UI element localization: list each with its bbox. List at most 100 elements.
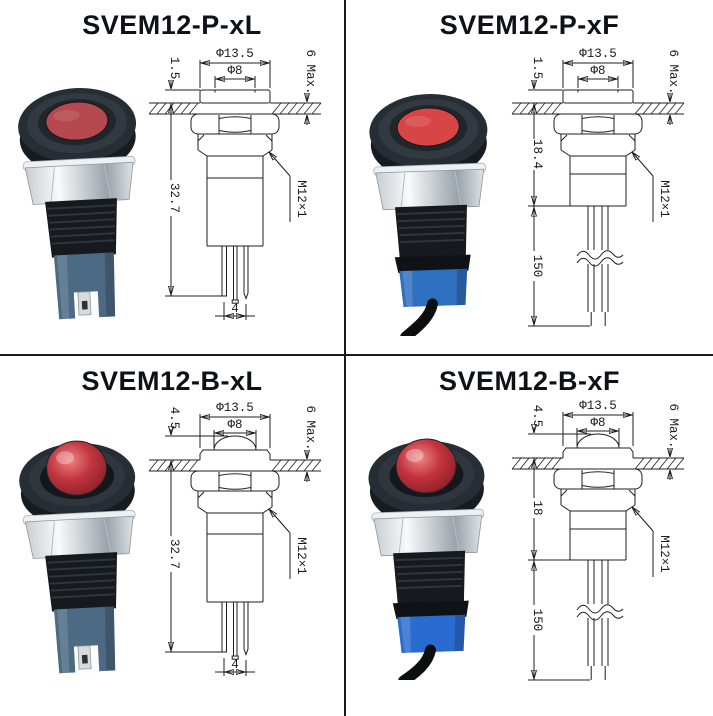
dim-outer-diameter: Φ13.5 <box>562 47 634 88</box>
product-photo-dome-wires <box>368 438 485 680</box>
dim-outer-diameter: Φ13.5 <box>199 47 271 88</box>
hex-nut-outline <box>553 468 643 490</box>
svg-text:4.5: 4.5 <box>167 407 181 430</box>
product-photo-flat-wires <box>369 94 488 336</box>
dim-lens-diameter: Φ8 <box>213 418 257 448</box>
thread-and-body-outline <box>560 133 636 207</box>
threaded-barrel <box>45 198 117 258</box>
panel-title: SVEM12-B-xL <box>81 366 263 396</box>
dim-pin-spacing: 4 <box>215 658 255 676</box>
part-outline <box>511 433 685 680</box>
part-outline <box>511 89 685 326</box>
product-photo-dome-pins <box>19 440 136 675</box>
svg-text:Φ8: Φ8 <box>227 64 242 78</box>
dim-body-length: 32.7 <box>165 460 227 653</box>
thread-callout: M12×1 <box>632 507 671 577</box>
svg-text:1.5: 1.5 <box>530 57 544 80</box>
dim-wire-length: 150 <box>528 206 590 327</box>
hex-nut <box>22 509 136 559</box>
dim-pin-spacing: 4 <box>215 302 255 320</box>
thread-callout: M12×1 <box>269 152 308 222</box>
svg-text:Φ13.5: Φ13.5 <box>216 47 254 61</box>
panel-title: SVEM12-B-xF <box>438 366 621 396</box>
svg-text:18.4: 18.4 <box>530 139 544 169</box>
dim-outer-diameter: Φ13.5 <box>562 400 634 446</box>
svg-text:1.5: 1.5 <box>167 57 181 80</box>
panel-hatching <box>148 459 322 472</box>
thread-callout: M12×1 <box>632 152 671 222</box>
dim-panel-max: 6 Max. <box>666 49 680 125</box>
part-outline <box>148 89 322 304</box>
lens-dome <box>395 438 457 494</box>
dimension-drawing: Φ13.5 Φ8 1.5 32.7 6 Ma <box>148 47 322 320</box>
dim-head-height: 1.5 <box>528 57 563 126</box>
product-photo-flat-pins <box>18 88 137 321</box>
panel-hatching <box>511 102 685 115</box>
svg-text:32.7: 32.7 <box>167 183 181 213</box>
dim-wire-length: 150 <box>528 560 590 681</box>
svg-text:4.5: 4.5 <box>530 405 544 428</box>
panel-title: SVEM12-P-xL <box>82 10 262 40</box>
hex-nut-outline <box>553 113 643 135</box>
dimension-drawing: Φ13.5 Φ8 4.5 18 <box>511 400 685 681</box>
wires-outline <box>576 206 624 326</box>
lens-flat <box>45 101 109 141</box>
svg-text:M12×1: M12×1 <box>657 180 671 218</box>
svg-text:18: 18 <box>530 500 544 515</box>
svg-text:4: 4 <box>231 658 239 672</box>
panel-svem12-b-xf: SVEM12-B-xF <box>346 356 713 716</box>
svg-text:M12×1: M12×1 <box>657 535 671 573</box>
dim-outer-diameter: Φ13.5 <box>199 402 271 448</box>
svg-text:6 Max.: 6 Max. <box>666 49 680 94</box>
threaded-barrel <box>395 204 467 260</box>
threaded-barrel <box>45 552 118 612</box>
dimension-drawing: Φ13.5 Φ8 4.5 32.7 6 Ma <box>148 402 322 676</box>
dim-lens-diameter: Φ8 <box>577 64 619 88</box>
dim-panel-max: 6 Max. <box>303 49 317 125</box>
thread-and-body-outline <box>560 488 636 561</box>
cable <box>398 644 436 680</box>
terminal-pin <box>77 291 92 316</box>
dim-lens-diameter: Φ8 <box>214 64 256 88</box>
hex-nut <box>373 162 487 211</box>
dim-head-height: 1.5 <box>165 57 200 126</box>
svg-text:6 Max.: 6 Max. <box>666 403 680 448</box>
panel-svem12-b-xl: SVEM12-B-xL <box>0 356 346 716</box>
svg-text:M12×1: M12×1 <box>294 537 308 575</box>
break-symbol <box>576 604 624 614</box>
dim-lens-diameter: Φ8 <box>576 416 620 446</box>
thread-and-body-outline <box>197 490 273 603</box>
dim-panel-max: 6 Max. <box>666 403 680 480</box>
svg-text:Φ13.5: Φ13.5 <box>216 402 254 415</box>
dim-panel-max: 6 Max. <box>303 405 317 482</box>
plastic-body <box>53 252 116 321</box>
hex-nut <box>371 508 485 557</box>
thread-and-body-outline <box>197 133 273 247</box>
hex-nut-outline <box>190 113 280 135</box>
svg-text:Φ8: Φ8 <box>227 418 242 432</box>
hex-nut <box>22 155 136 205</box>
svg-text:Φ13.5: Φ13.5 <box>579 47 617 61</box>
plastic-body <box>394 254 471 308</box>
svg-text:4: 4 <box>231 302 239 316</box>
svg-text:6 Max.: 6 Max. <box>303 49 317 94</box>
svg-text:Φ8: Φ8 <box>590 416 605 430</box>
lens-dome <box>46 440 108 496</box>
panel-hatching <box>148 102 322 115</box>
hex-nut-outline <box>190 470 280 492</box>
panel-hatching <box>511 457 685 470</box>
dim-body-length: 32.7 <box>165 103 227 297</box>
dim-body-length: 18.4 <box>528 103 586 207</box>
svg-text:6 Max.: 6 Max. <box>303 405 317 450</box>
threaded-barrel <box>393 550 466 606</box>
panel-svem12-p-xl: SVEM12-P-xL <box>0 0 346 356</box>
panel-title: SVEM12-P-xF <box>439 10 620 40</box>
part-outline <box>148 435 322 660</box>
thread-callout: M12×1 <box>269 509 308 579</box>
pins-outline <box>221 602 249 660</box>
panel-svem12-p-xf: SVEM12-P-xF <box>346 0 713 356</box>
svg-text:Φ13.5: Φ13.5 <box>579 400 617 413</box>
cable <box>400 298 438 336</box>
plastic-body <box>53 606 116 675</box>
